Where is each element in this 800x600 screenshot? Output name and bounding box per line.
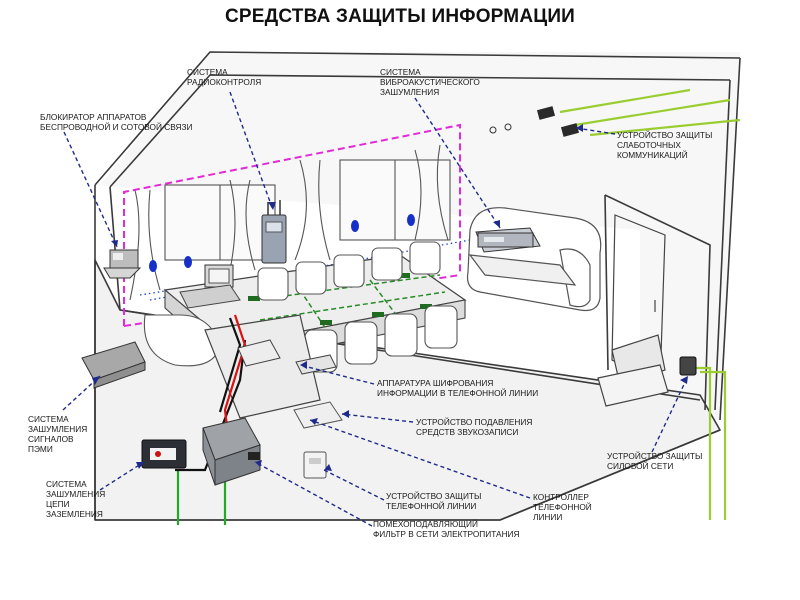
vibro-sensors — [149, 214, 553, 272]
comm-lines — [559, 88, 741, 520]
controller-device-icon — [293, 401, 343, 429]
pointer-arrows — [62, 91, 689, 527]
grounding-noise-generator-icon — [141, 439, 187, 469]
label-lowcurrent-protection: УСТРОЙСТВО ЗАЩИТЫ СЛАБОТОЧНЫХ КОММУНИКАЦ… — [617, 130, 713, 160]
radio-monitor-icon — [261, 200, 287, 264]
cipher-device-icon — [237, 339, 337, 375]
label-recording-suppressor: УСТРОЙСТВО ПОДАВЛЕНИЯ СРЕДСТВ ЗВУКОЗАПИС… — [416, 417, 533, 437]
label-phone-controller: КОНТРОЛЛЕР ТЕЛЕФОННОЙ ЛИНИИ — [533, 492, 592, 522]
pemi-noise-generator-icon — [81, 341, 146, 389]
label-blocker: БЛОКИРАТОР АППАРАТОВ БЕСПРОВОДНОЙ И СОТО… — [40, 112, 193, 132]
monitor-icon — [597, 334, 669, 407]
label-phone-line-protection: УСТРОЙСТВО ЗАЩИТЫ ТЕЛЕФОННОЙ ЛИНИИ — [386, 491, 482, 511]
label-vibroacoustic: СИСТЕМА ВИБРОАКУСТИЧЕСКОГО ЗАШУМЛЕНИЯ — [380, 67, 480, 97]
power-protector-icon — [679, 356, 697, 376]
lowcurrent-protector-icon — [489, 106, 580, 137]
vibro-generator-icon — [475, 227, 541, 253]
label-radio-control: СИСТЕМА РАДИОКОНТРОЛЯ — [187, 67, 262, 87]
label-cipher: АППАРАТУРА ШИФРОВАНИЯ ИНФОРМАЦИИ В ТЕЛЕФ… — [377, 378, 539, 398]
label-power-filter: ПОМЕХОПОДАВЛЯЮЩИЙ ФИЛЬТР В СЕТИ ЭЛЕКТРОП… — [373, 519, 520, 539]
label-pemi-noise: СИСТЕМА ЗАШУМЛЕНИЯ СИГНАЛОВ ПЭМИ — [28, 414, 88, 454]
page-title: СРЕДСТВА ЗАЩИТЫ ИНФОРМАЦИИ — [224, 6, 576, 27]
arrow-heads — [92, 124, 688, 471]
phone-protector-icon — [303, 451, 327, 479]
label-power-protection: УСТРОЙСТВО ЗАЩИТЫ СИЛОВОЙ СЕТИ — [607, 451, 703, 471]
windows — [129, 144, 451, 301]
power-filter-icon — [248, 452, 260, 460]
label-grounding-noise: СИСТЕМА ЗАШУМЛЕНИЯ ЦЕПИ ЗАЗЕМЛЕНИЯ — [46, 479, 106, 519]
blocker-icon — [103, 249, 142, 279]
workstation-desk — [179, 264, 321, 419]
sofa — [466, 207, 602, 312]
